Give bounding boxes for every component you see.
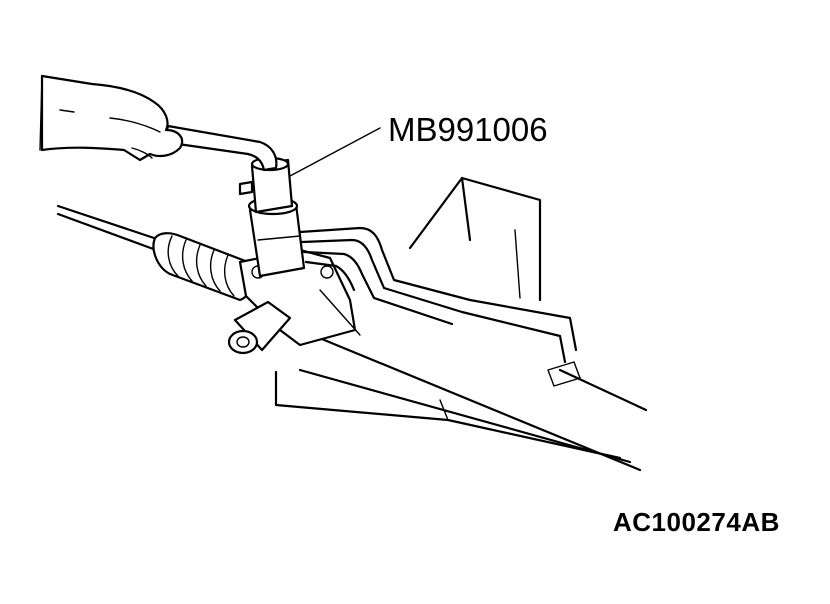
tool-callout-label: MB991006 <box>388 111 548 148</box>
wrench-handle <box>162 124 278 172</box>
figure-id-label: AC100274AB <box>613 507 780 537</box>
mounting-bracket <box>408 176 542 302</box>
technician-hand <box>39 74 184 162</box>
rack-boot <box>152 232 255 302</box>
callout-leader <box>289 127 381 177</box>
tie-rod <box>56 204 162 252</box>
rack-tube <box>274 328 642 472</box>
fluid-lines <box>298 226 648 412</box>
